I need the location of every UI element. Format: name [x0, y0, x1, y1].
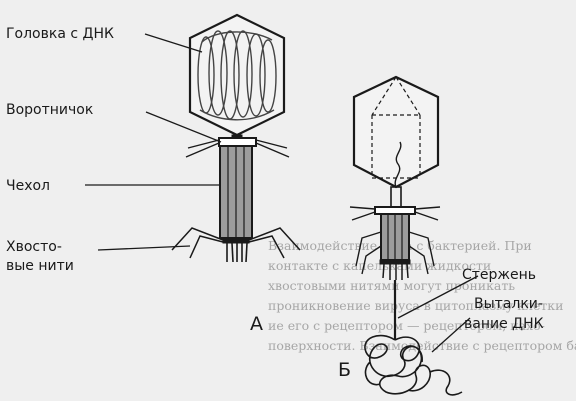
phage-b-neck — [391, 187, 401, 207]
label-tail-fibers-line2: вые нити — [6, 258, 74, 274]
label-dna-ejection-line2: вание ДНК — [464, 316, 544, 332]
label-core: Стержень — [462, 267, 536, 283]
phage-b-baseplate — [380, 260, 410, 264]
phage-b-head — [354, 77, 438, 187]
phage-a-spikes — [227, 243, 247, 262]
label-sheath: Чехол — [6, 178, 50, 194]
label-dna-ejection-line1: Выталки- — [474, 296, 543, 312]
label-tail-fibers-line1: Хвосто- — [6, 239, 62, 255]
phage-b-collar — [375, 207, 415, 214]
phage-a-head — [190, 15, 284, 135]
label-head: Головка с ДНК — [6, 26, 114, 42]
letter-b: Б — [338, 359, 351, 381]
bg-line-6: поверхности. Взаимодействие с рецептором… — [268, 338, 576, 353]
label-collar: Воротничок — [6, 102, 93, 118]
letter-a: А — [250, 313, 263, 335]
phage-a-collar — [219, 138, 256, 146]
phage-a — [172, 15, 300, 262]
leader-tail-fibers — [98, 246, 190, 250]
phage-a-baseplate — [223, 238, 249, 243]
